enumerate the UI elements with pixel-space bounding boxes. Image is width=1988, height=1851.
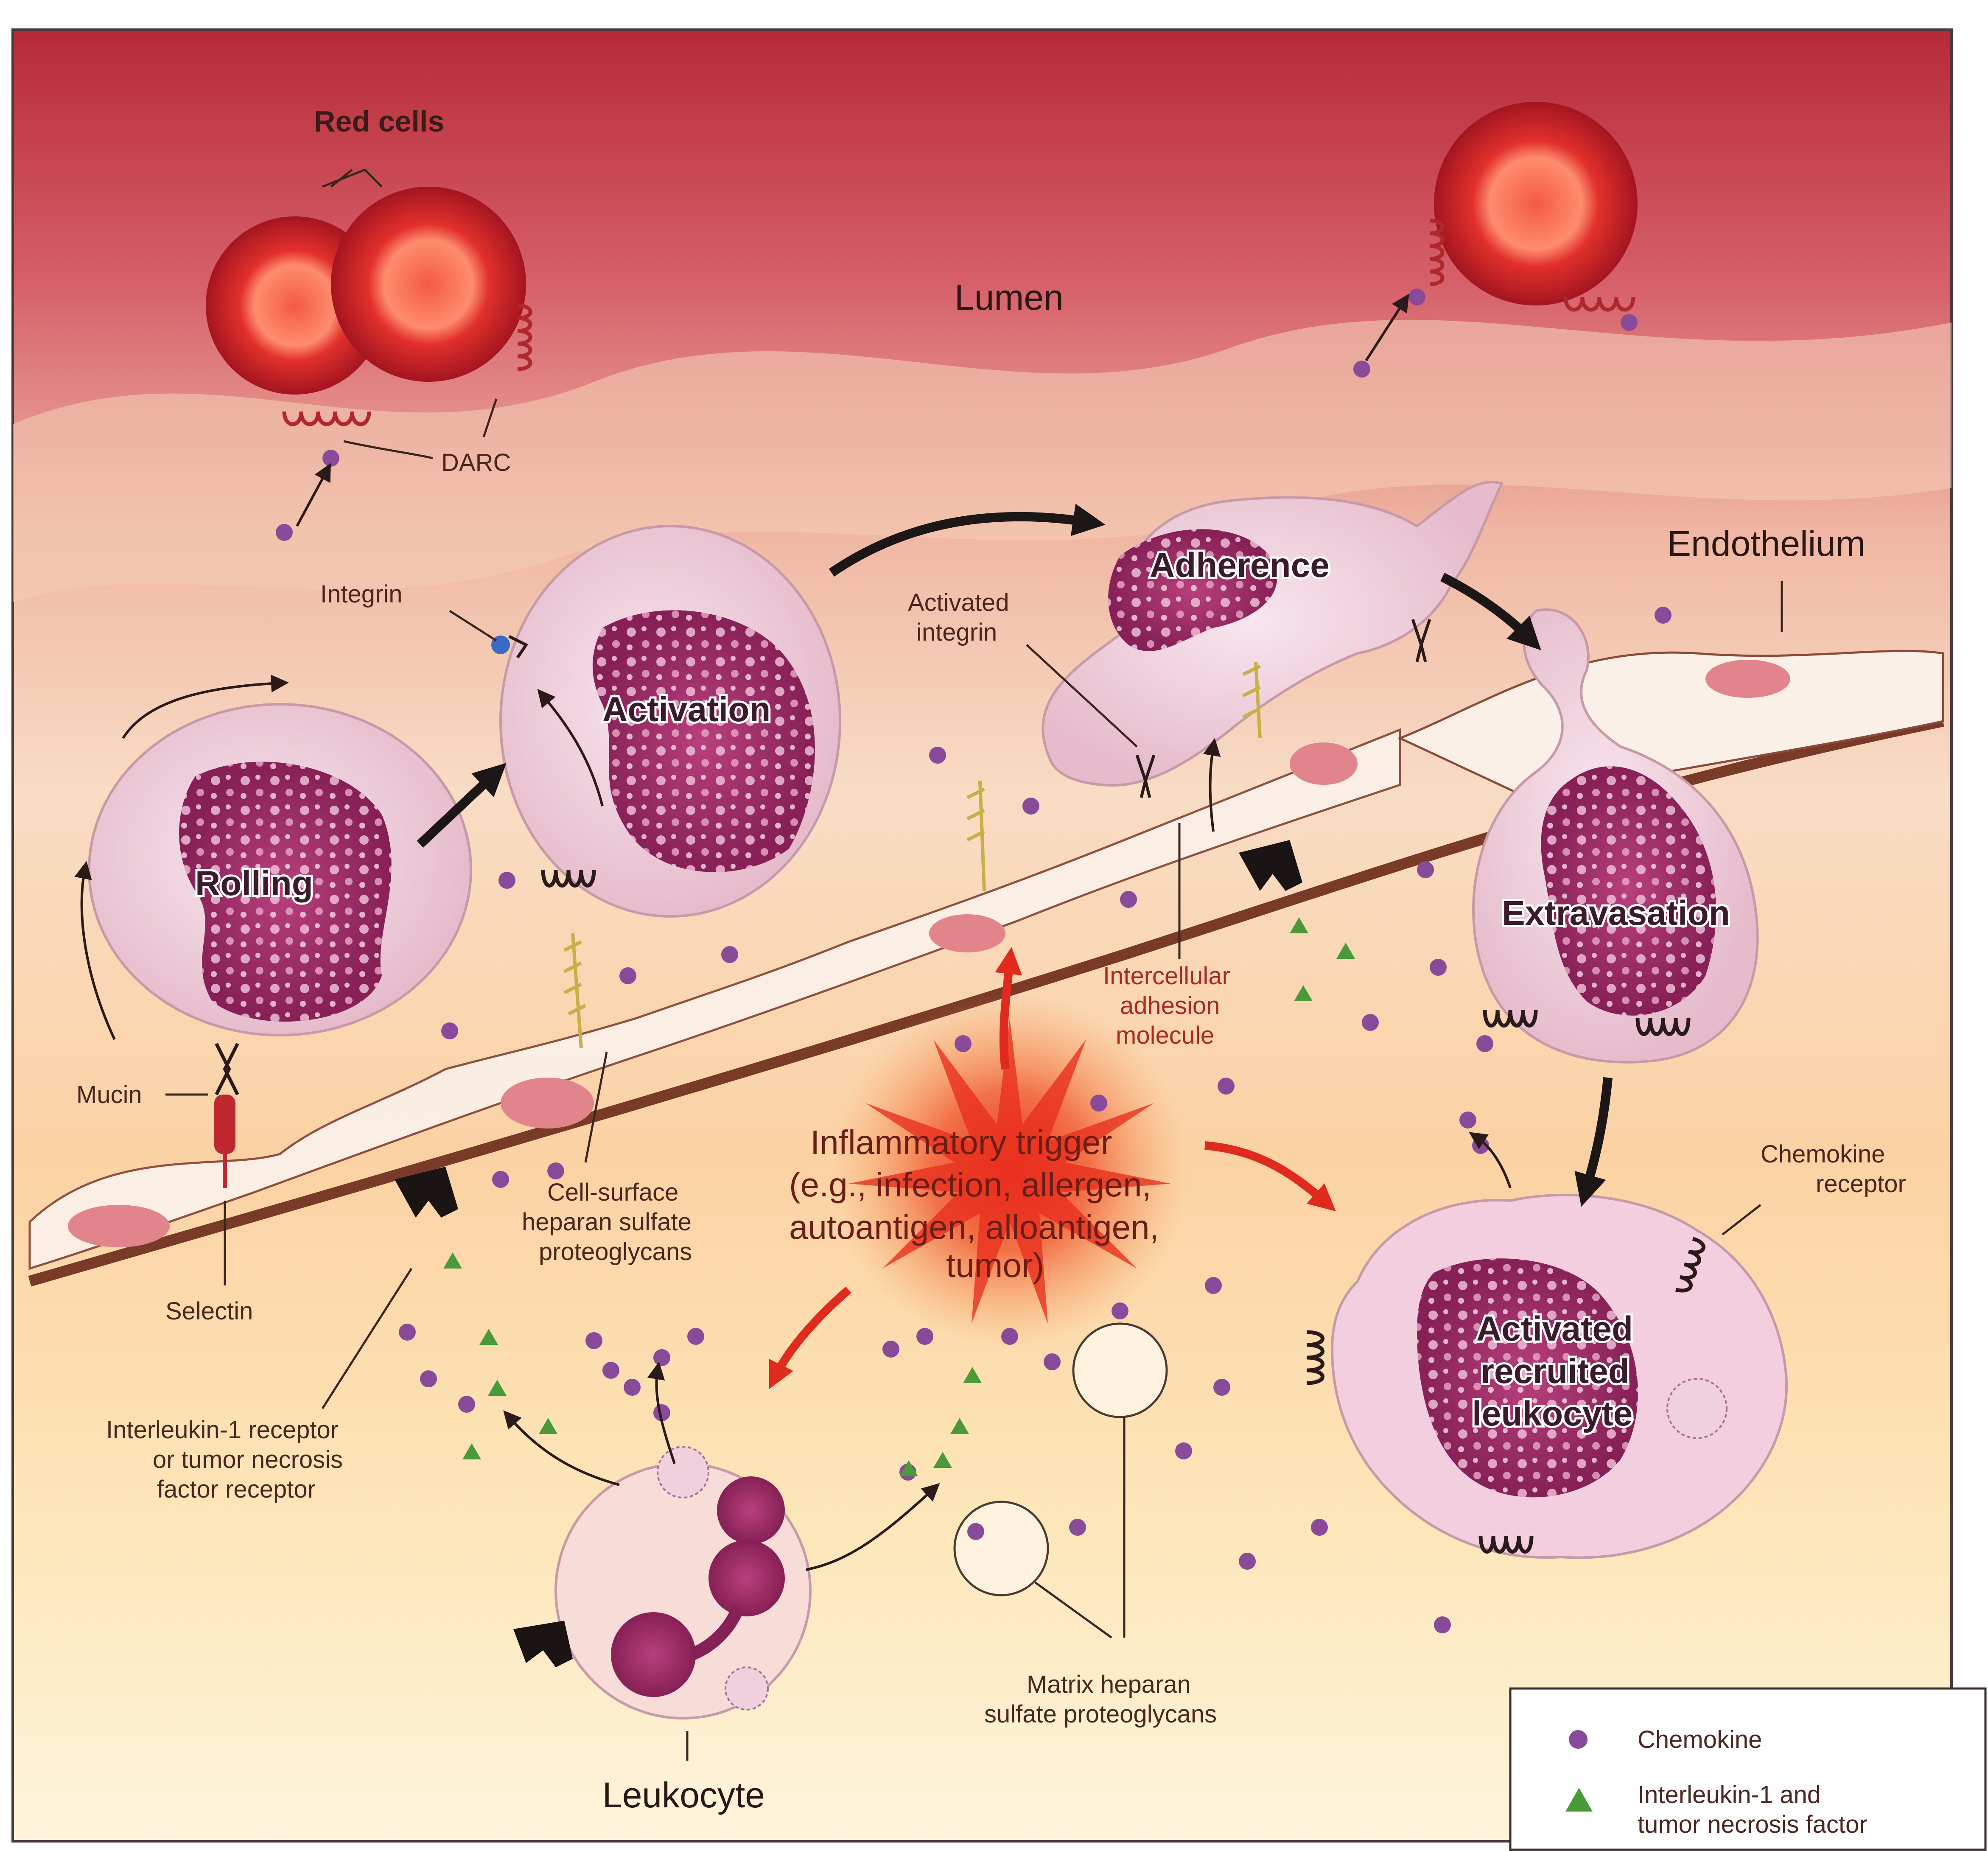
- stage-adherence-label: Adherence: [1150, 546, 1330, 585]
- icam-label-line1: Intercellular: [1103, 962, 1230, 990]
- stage-activated-label-line3: leukocyte: [1472, 1395, 1632, 1433]
- trigger-label-line1: Inflammatory trigger: [810, 1123, 1112, 1161]
- matrix-hspg-label-line2: sulfate proteoglycans: [984, 1700, 1217, 1728]
- trigger-label-line2: (e.g., infection, allergen,: [789, 1166, 1151, 1204]
- activated-integrin-label-line1: Activated: [908, 589, 1009, 616]
- cell-surface-hspg-label-line1: Cell-surface: [547, 1179, 678, 1206]
- selectin-label: Selectin: [165, 1297, 253, 1325]
- legend-chemokine-label: Chemokine: [1638, 1726, 1762, 1753]
- stage-activated-label-line1: Activated: [1476, 1310, 1633, 1348]
- chemokine-receptor-label-line2: receptor: [1816, 1170, 1906, 1198]
- il1-receptor-label-line1: Interleukin-1 receptor: [106, 1416, 339, 1444]
- trigger-label-line4: tumor): [946, 1246, 1044, 1284]
- endothelium-label: Endothelium: [1667, 524, 1865, 563]
- red-cell: [1434, 102, 1638, 305]
- legend-chemokine-swatch: [1569, 1730, 1588, 1749]
- red-cells-label: Red cells: [314, 105, 444, 138]
- stage-activated-label-line2: recruited: [1481, 1352, 1630, 1391]
- matrix-hspg-label-line1: Matrix heparan: [1027, 1671, 1191, 1698]
- il1-receptor-label-line2: or tumor necrosis: [153, 1446, 343, 1473]
- chemokine-receptor-label-line1: Chemokine: [1761, 1140, 1885, 1168]
- cell-surface-hspg-label-line3: proteoglycans: [539, 1238, 692, 1266]
- leukocyte-label: Leukocyte: [602, 1775, 765, 1815]
- stage-activation-label: Activation: [602, 690, 770, 729]
- legend: Chemokine Interleukin-1 and tumor necros…: [1510, 1689, 1985, 1850]
- il1-receptor-label-line3: factor receptor: [157, 1476, 316, 1503]
- stage-rolling-label: Rolling: [195, 864, 313, 903]
- lumen-label: Lumen: [955, 277, 1064, 317]
- icam-label-line3: molecule: [1116, 1022, 1214, 1049]
- trigger-label-line3: autoantigen, alloantigen,: [789, 1208, 1159, 1246]
- integrin-label: Integrin: [320, 580, 402, 608]
- mucin-label: Mucin: [76, 1081, 142, 1109]
- darc-label: DARC: [441, 449, 511, 476]
- legend-il1-tnf-label-line1: Interleukin-1 and: [1638, 1781, 1821, 1809]
- icam-label-line2: adhesion: [1120, 992, 1220, 1019]
- activated-integrin-label-line2: integrin: [916, 619, 997, 646]
- red-cell: [331, 187, 526, 382]
- stage-extravasation-label: Extravasation: [1502, 894, 1730, 933]
- legend-il1-tnf-label-line2: tumor necrosis factor: [1638, 1811, 1868, 1838]
- cell-surface-hspg-label-line2: heparan sulfate: [522, 1208, 692, 1236]
